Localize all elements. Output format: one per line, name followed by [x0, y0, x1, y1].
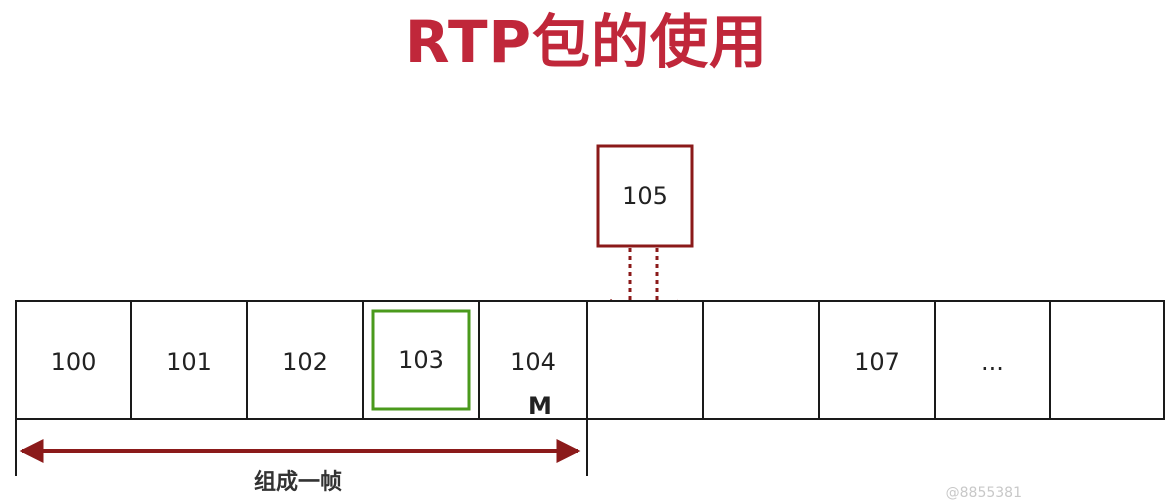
buffer-cell-box	[1049, 300, 1165, 420]
buffer-cell-box	[818, 300, 936, 420]
buffer-cell-box	[702, 300, 820, 420]
buffer-cell-label: 107	[854, 348, 900, 376]
buffer-cell-label: 100	[51, 348, 97, 376]
frame-span: 组成一帧	[15, 420, 588, 495]
buffer-cell: 100	[15, 300, 132, 420]
buffer-cell-box	[362, 300, 480, 420]
buffer-cell-box	[130, 300, 248, 420]
incoming-packet-box	[596, 144, 694, 248]
buffer-cell-box	[246, 300, 364, 420]
buffer-cell: 103	[362, 300, 480, 420]
buffer-cell-box	[586, 300, 704, 420]
packet-buffer: 100 101 102 103 104 107...	[15, 300, 1165, 420]
buffer-cell-label: 104	[510, 348, 556, 376]
page-title: RTP包的使用	[404, 8, 769, 76]
buffer-cell-label: 101	[166, 348, 212, 376]
incoming-packet: 105	[596, 144, 694, 248]
buffer-cell-box	[934, 300, 1051, 420]
buffer-cell-label: 102	[282, 348, 328, 376]
buffer-cell: 107	[818, 300, 936, 420]
buffer-cell-label: 103	[398, 346, 444, 374]
buffer-cell	[586, 300, 704, 420]
highlight-box	[371, 309, 471, 411]
incoming-packet-label: 105	[622, 182, 668, 210]
buffer-cell	[702, 300, 820, 420]
buffer-cell: ...	[934, 300, 1051, 420]
buffer-cell: 102	[246, 300, 364, 420]
buffer-cell-label: ...	[981, 348, 1004, 376]
buffer-cell: 101	[130, 300, 248, 420]
marker-bit-label: M	[528, 392, 552, 420]
buffer-cell-box	[478, 300, 588, 420]
watermark: @8855381	[946, 485, 1022, 501]
buffer-cell	[1049, 300, 1165, 420]
frame-span-label: 组成一帧	[254, 469, 342, 495]
buffer-cell: 104	[478, 300, 588, 420]
